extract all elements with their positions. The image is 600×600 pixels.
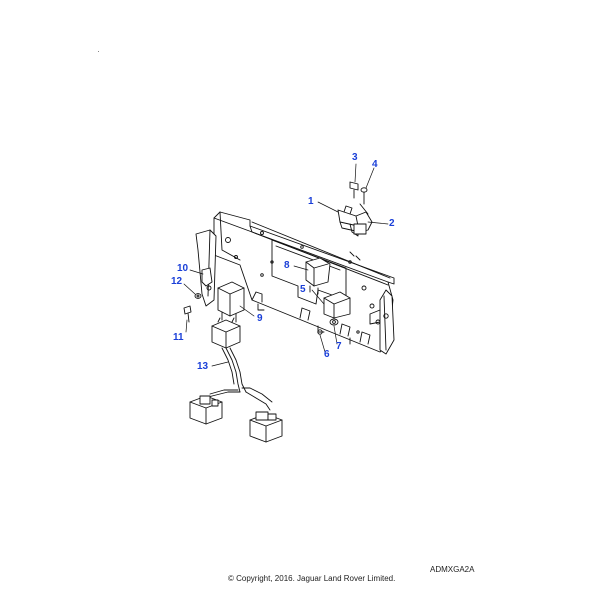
- nut-6: [317, 329, 323, 335]
- part-1-holder: [337, 205, 373, 237]
- relay-socket: [211, 317, 241, 349]
- relay-5: [323, 291, 351, 319]
- connector-left: [189, 395, 223, 425]
- washer-4: [359, 187, 369, 215]
- callout-1: 1: [308, 196, 314, 207]
- callout-10: 10: [177, 263, 189, 274]
- washer-12: [194, 293, 202, 299]
- connector-right: [249, 411, 283, 443]
- left-bracket: [195, 229, 217, 307]
- relay-9: [217, 281, 245, 323]
- copyright-notice: © Copyright, 2016. Jaguar Land Rover Lim…: [228, 574, 396, 583]
- callout-11: 11: [173, 332, 184, 343]
- callout-13: 13: [197, 361, 209, 372]
- callout-3: 3: [352, 152, 358, 163]
- mounting-panel: [213, 211, 395, 353]
- callout-2: 2: [389, 218, 395, 229]
- callout-7: 7: [336, 341, 342, 352]
- callout-9: 9: [257, 313, 263, 324]
- callout-6: 6: [324, 349, 330, 360]
- diagram-code: ADMXGA2A: [430, 565, 475, 574]
- screw-11: [183, 305, 192, 323]
- screw-3: [349, 181, 359, 199]
- leader-lines: [183, 163, 389, 367]
- relay-8: [305, 257, 331, 295]
- callout-8: 8: [284, 260, 290, 271]
- callout-12: 12: [171, 276, 183, 287]
- clip-10: [201, 267, 213, 287]
- callout-5: 5: [300, 284, 306, 295]
- washer-7: [329, 318, 339, 326]
- callout-4: 4: [372, 159, 378, 170]
- harness-13: [199, 347, 273, 411]
- stray-dot: [98, 51, 99, 52]
- right-bracket: [369, 289, 395, 355]
